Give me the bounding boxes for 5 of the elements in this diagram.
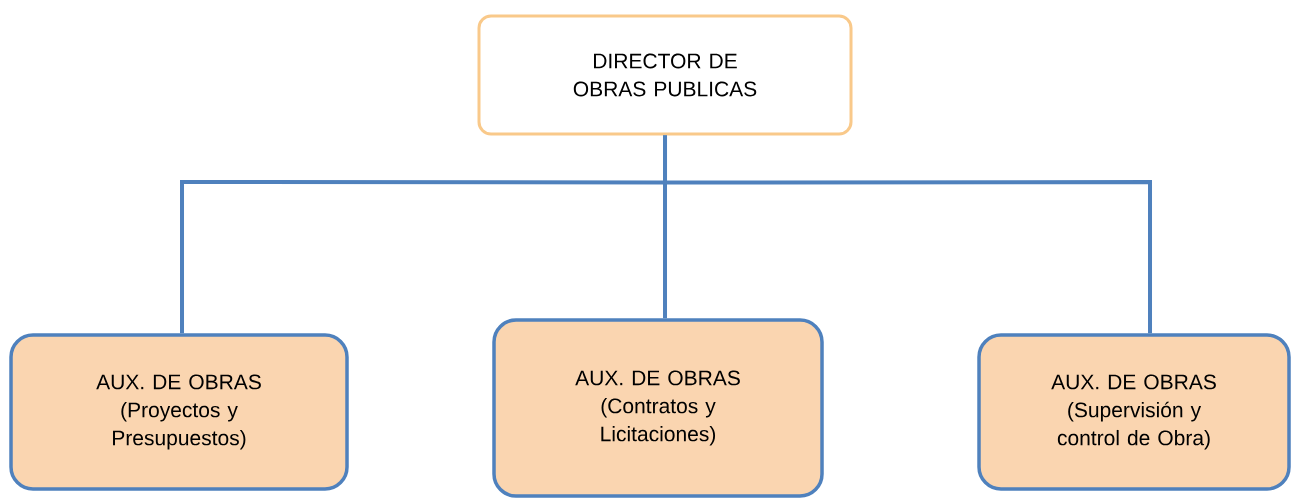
position-box: AUX. DE OBRAS (Supervisión y control de Obra)	[977, 333, 1291, 491]
position-box: AUX. DE OBRAS (Proyectos y Presupuestos)	[9, 333, 349, 491]
position-box: AUX. DE OBRAS (Contratos y Licitaciones)	[492, 318, 824, 498]
title-box: DIRECTOR DE OBRAS PUBLICAS	[477, 14, 853, 136]
connector-line	[663, 135, 1152, 334]
